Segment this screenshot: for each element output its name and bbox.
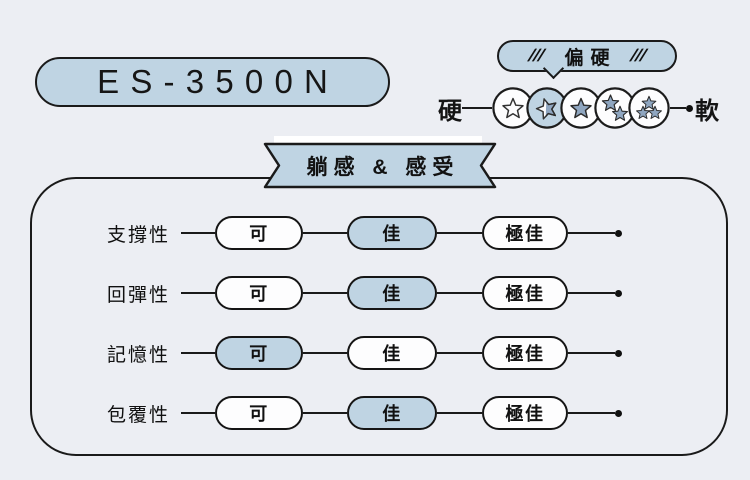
- connector-line: [437, 351, 482, 355]
- rating-pill-label: 極佳: [505, 404, 545, 424]
- feel-row: 回彈性 可 佳 極佳: [107, 276, 622, 310]
- rating-pill: 佳: [347, 336, 437, 370]
- connector-line: [568, 291, 615, 295]
- rating-pill: 可: [215, 276, 303, 310]
- rating-pill: 可: [215, 336, 303, 370]
- rating-pill-label: 極佳: [505, 224, 545, 244]
- rating-pill-label: 佳: [382, 344, 402, 364]
- hard-end-label: 硬: [438, 97, 462, 125]
- connector-line: [568, 231, 615, 235]
- rating-pill: 極佳: [482, 336, 568, 370]
- hatch-left-decoration: ///: [527, 46, 546, 65]
- rating-pill-label: 可: [249, 224, 269, 244]
- rating-pill-label: 極佳: [505, 284, 545, 304]
- product-model-badge: ES-3500N: [35, 57, 390, 107]
- hardness-callout-bubble: /// 偏硬 ///: [497, 40, 677, 72]
- scale-line-left: [462, 106, 492, 110]
- feel-row-label: 記憶性: [107, 344, 171, 366]
- rating-pill: 佳: [347, 216, 437, 250]
- endpoint-dot: [615, 409, 622, 417]
- connector-line: [437, 291, 482, 295]
- endpoint-dot: [686, 104, 693, 112]
- banner-title: 躺感 & 感受: [306, 156, 460, 179]
- star-level-5-icon: [628, 87, 670, 129]
- feel-row-label: 回彈性: [107, 284, 171, 306]
- connector-line: [303, 291, 347, 295]
- rating-pill-label: 極佳: [505, 344, 545, 364]
- connector-line: [181, 291, 215, 295]
- connector-line: [181, 231, 215, 235]
- rating-pill: 佳: [347, 396, 437, 430]
- connector-line: [568, 351, 615, 355]
- endpoint-dot: [615, 289, 622, 297]
- feel-row: 記憶性 可 佳 極佳: [107, 336, 622, 370]
- rating-pill: 佳: [347, 276, 437, 310]
- rating-pill-label: 佳: [382, 224, 402, 244]
- ribbon-highlight-strip: [274, 136, 482, 144]
- rating-pill-label: 可: [249, 404, 269, 424]
- connector-line: [303, 351, 347, 355]
- rating-pill: 極佳: [482, 396, 568, 430]
- connector-line: [303, 411, 347, 415]
- rating-pill-label: 可: [249, 284, 269, 304]
- hardness-scale: 硬: [438, 86, 719, 130]
- feel-row: 支撐性 可 佳 極佳: [107, 216, 622, 250]
- scale-line-right: [670, 106, 686, 110]
- rating-pill: 可: [215, 396, 303, 430]
- hatch-right-decoration: ///: [628, 46, 648, 65]
- connector-line: [181, 411, 215, 415]
- endpoint-dot: [615, 229, 622, 237]
- soft-end-label: 軟: [695, 97, 719, 125]
- feel-rows: 支撐性 可 佳 極佳 回彈性 可 佳 極佳 記憶性 可 佳 極佳 包覆性 可: [107, 216, 622, 456]
- ribbon-banner-shape: [263, 142, 497, 189]
- rating-pill: 極佳: [482, 216, 568, 250]
- rating-pill-label: 可: [249, 344, 269, 364]
- product-model-text: ES-3500N: [97, 63, 340, 100]
- connector-line: [181, 351, 215, 355]
- rating-pill: 可: [215, 216, 303, 250]
- rating-pill: 極佳: [482, 276, 568, 310]
- feel-row-label: 支撐性: [107, 224, 171, 246]
- feel-row: 包覆性 可 佳 極佳: [107, 396, 622, 430]
- hardness-callout-label: 偏硬: [564, 47, 617, 69]
- connector-line: [437, 411, 482, 415]
- connector-line: [568, 411, 615, 415]
- connector-line: [437, 231, 482, 235]
- rating-pill-label: 佳: [382, 404, 402, 424]
- endpoint-dot: [615, 349, 622, 357]
- rating-pill-label: 佳: [382, 284, 402, 304]
- connector-line: [303, 231, 347, 235]
- feel-row-label: 包覆性: [107, 404, 171, 426]
